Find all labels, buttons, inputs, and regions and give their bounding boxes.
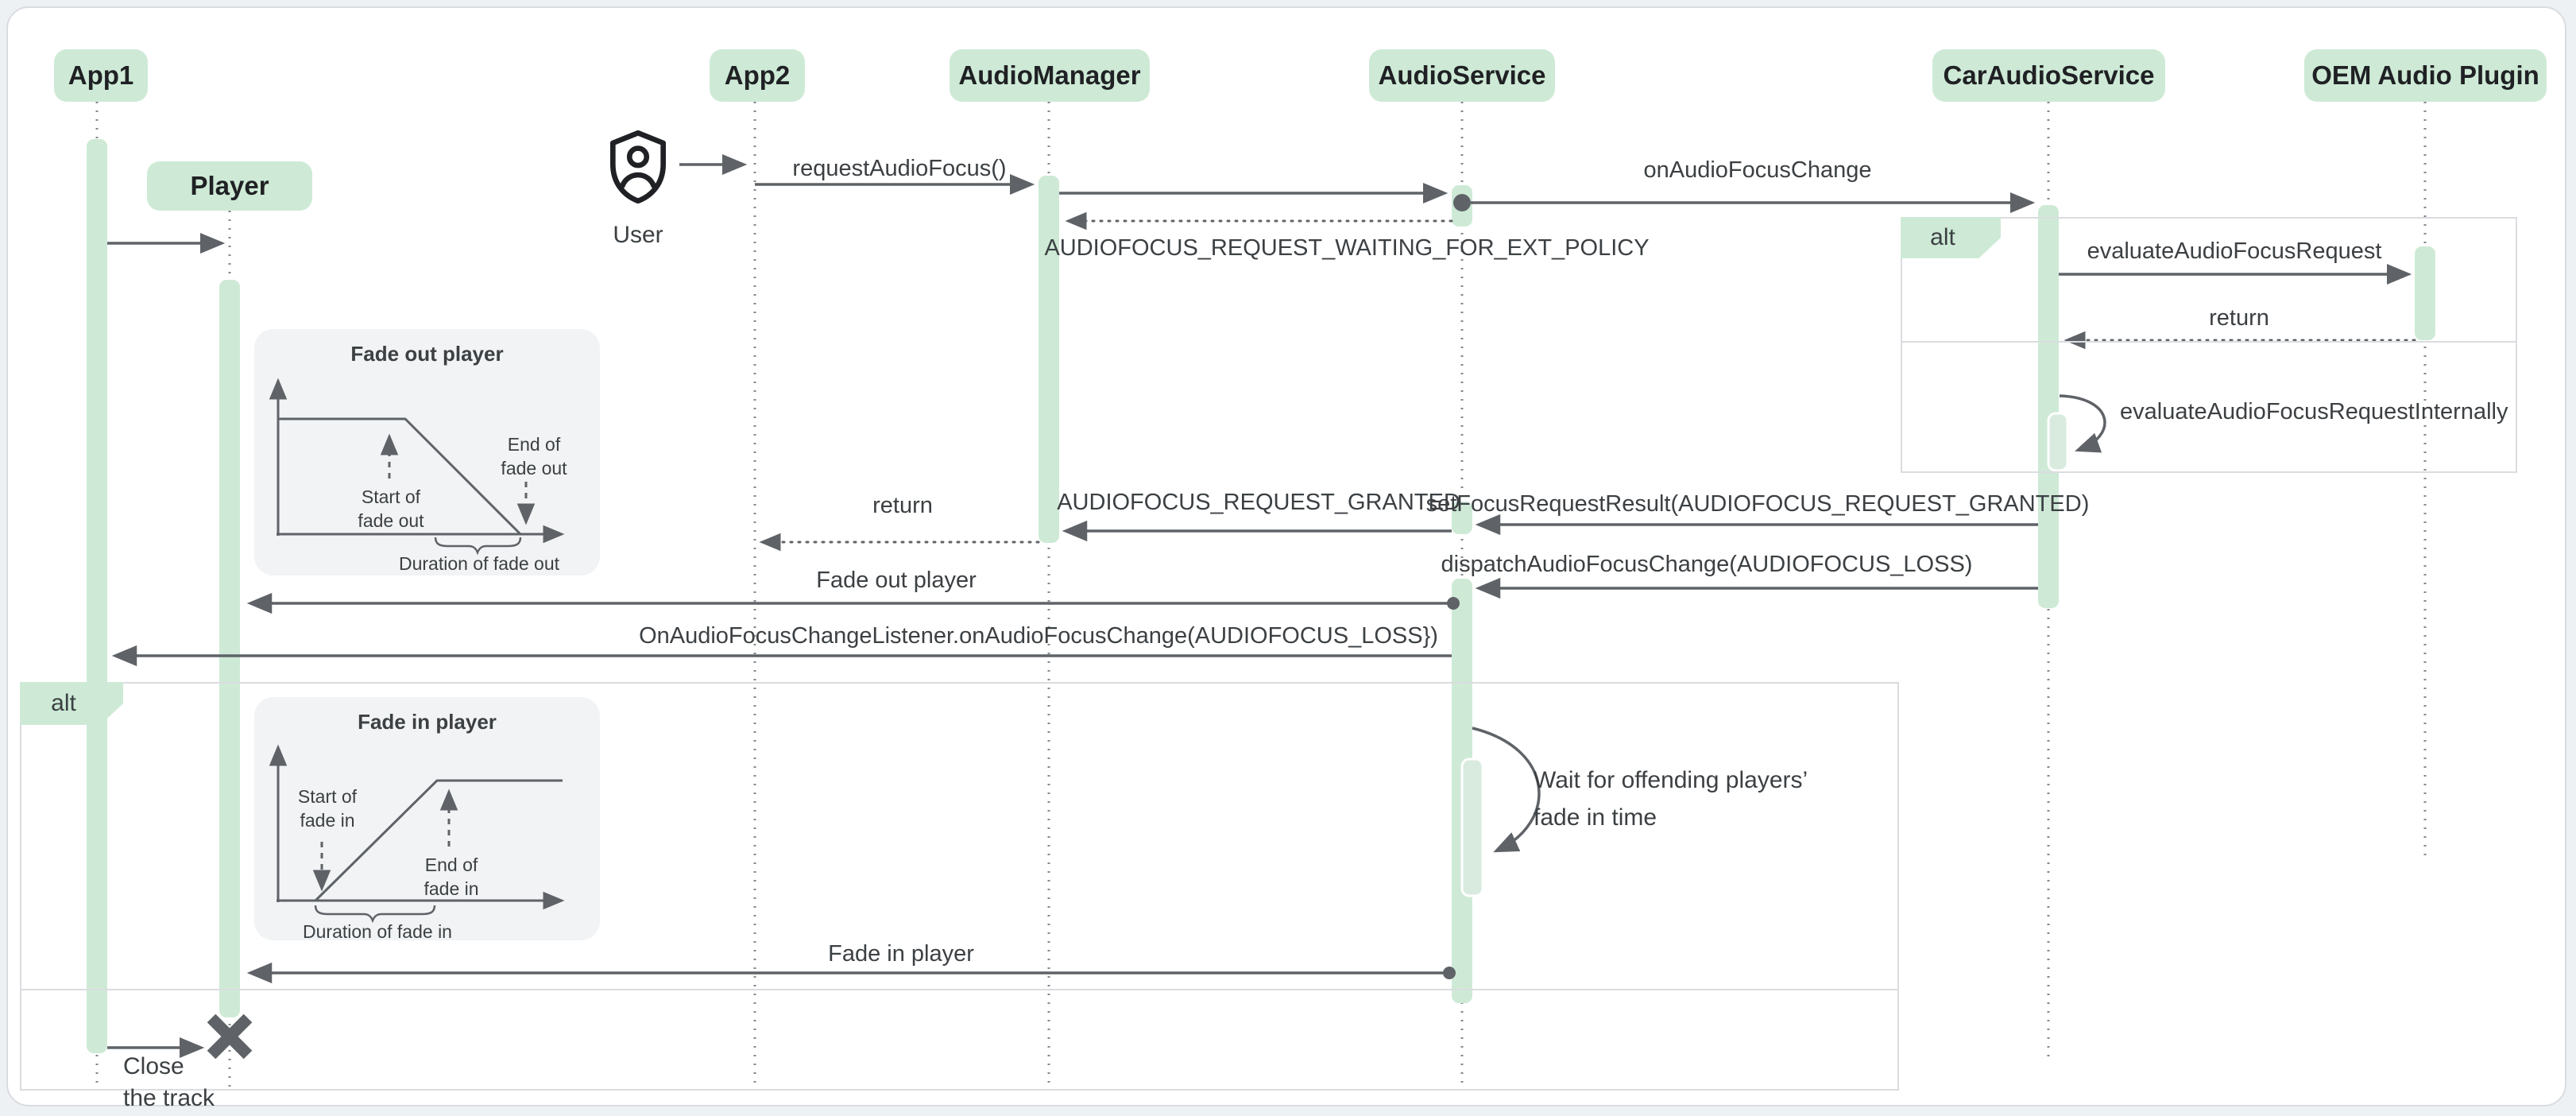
label-close-track: Close the track: [123, 1053, 215, 1111]
activation-audio-service-2: [1452, 502, 1472, 534]
participant-car-audio-service: CarAudioService: [1932, 49, 2165, 102]
fade-in-duration-label: Duration of fade in: [303, 921, 452, 942]
self-loop-evaluate-internally: [2059, 394, 2106, 453]
dot-focus-change-origin: [1453, 194, 1471, 211]
fade-in-start-label: Start of fade in: [297, 786, 358, 831]
label-fade-in-player: Fade in player: [828, 941, 974, 967]
label-request-audio-focus: requestAudioFocus(): [792, 156, 1007, 181]
user-label: User: [613, 222, 663, 248]
activation-app1: [87, 139, 107, 1053]
label-on-audio-focus-change: onAudioFocusChange: [1643, 157, 1872, 183]
fade-in-graph: [269, 744, 565, 924]
return-arrows: [759, 211, 2416, 552]
alt-left-divider: [20, 989, 1899, 990]
user-shield-icon: [610, 130, 666, 204]
solid-arrows: [107, 153, 2412, 1059]
label-request-granted: AUDIOFOCUS_REQUEST_GRANTED: [1057, 490, 1460, 515]
fade-in-inset: Fade in player Start of fade in End of f…: [254, 697, 600, 942]
activation-audio-manager: [1039, 176, 1059, 543]
alt-left-label: alt: [20, 682, 123, 725]
duration-brace: [314, 905, 436, 924]
label-evaluate-internally: evaluateAudioFocusRequestInternally: [2120, 399, 2508, 424]
label-fade-out-player: Fade out player: [816, 568, 977, 593]
alt-right-divider: [1901, 341, 2517, 343]
participant-audio-manager: AudioManager: [950, 49, 1150, 102]
participant-oem-audio-plugin: OEM Audio Plugin: [2304, 49, 2547, 102]
dot-fade-in-origin: [1443, 967, 1456, 979]
nested-activation-car-audio-service: [2047, 412, 2069, 472]
participant-app2: App2: [710, 49, 805, 102]
fade-out-inset: Fade out player Start of fade out End of…: [254, 329, 600, 575]
message-dots: [1443, 194, 1471, 979]
destroy-x-icon: [207, 1013, 253, 1060]
activation-player: [219, 280, 240, 1017]
alt-fragment-left: [20, 682, 1899, 1091]
duration-brace: [434, 537, 522, 556]
self-loop-wait: [1472, 727, 1541, 853]
label-listener-loss: OnAudioFocusChangeListener.onAudioFocusC…: [639, 623, 1438, 649]
fade-out-end-label: End of fade out: [501, 434, 567, 479]
fade-out-duration-label: Duration of fade out: [398, 553, 560, 574]
nested-activation-audio-service: [1460, 758, 1484, 897]
participant-app1: App1: [54, 49, 148, 102]
participant-player: Player: [147, 161, 312, 211]
participant-audio-service: AudioService: [1369, 49, 1555, 102]
label-evaluate-request: evaluateAudioFocusRequest: [2087, 238, 2382, 264]
note-wait-for-fade: Wait for offending players’ fade in time: [1534, 767, 1808, 831]
user-actor: User: [606, 127, 670, 249]
activation-bars: [87, 139, 2435, 1053]
fade-in-title: Fade in player: [358, 710, 497, 734]
alt-fragment-right: [1901, 217, 2517, 473]
fade-in-end-label: End of fade in: [424, 854, 479, 899]
label-manager-return: return: [872, 493, 933, 518]
alt-right-label: alt: [1901, 217, 2001, 258]
fade-out-graph: [269, 378, 565, 556]
fade-out-title: Fade out player: [350, 342, 504, 366]
activation-oem-plugin: [2415, 246, 2435, 340]
dot-fade-out-origin: [1447, 597, 1460, 610]
fade-out-start-label: Start of fade out: [358, 486, 424, 531]
label-evaluate-return: return: [2209, 305, 2269, 331]
label-set-focus-result: setFocusRequestResult(AUDIOFOCUS_REQUEST…: [1425, 491, 2090, 517]
activation-car-audio-service: [2038, 205, 2059, 608]
label-dispatch-loss: dispatchAudioFocusChange(AUDIOFOCUS_LOSS…: [1441, 552, 1973, 577]
label-waiting-ext-policy: AUDIOFOCUS_REQUEST_WAITING_FOR_EXT_POLIC…: [1044, 235, 1650, 261]
